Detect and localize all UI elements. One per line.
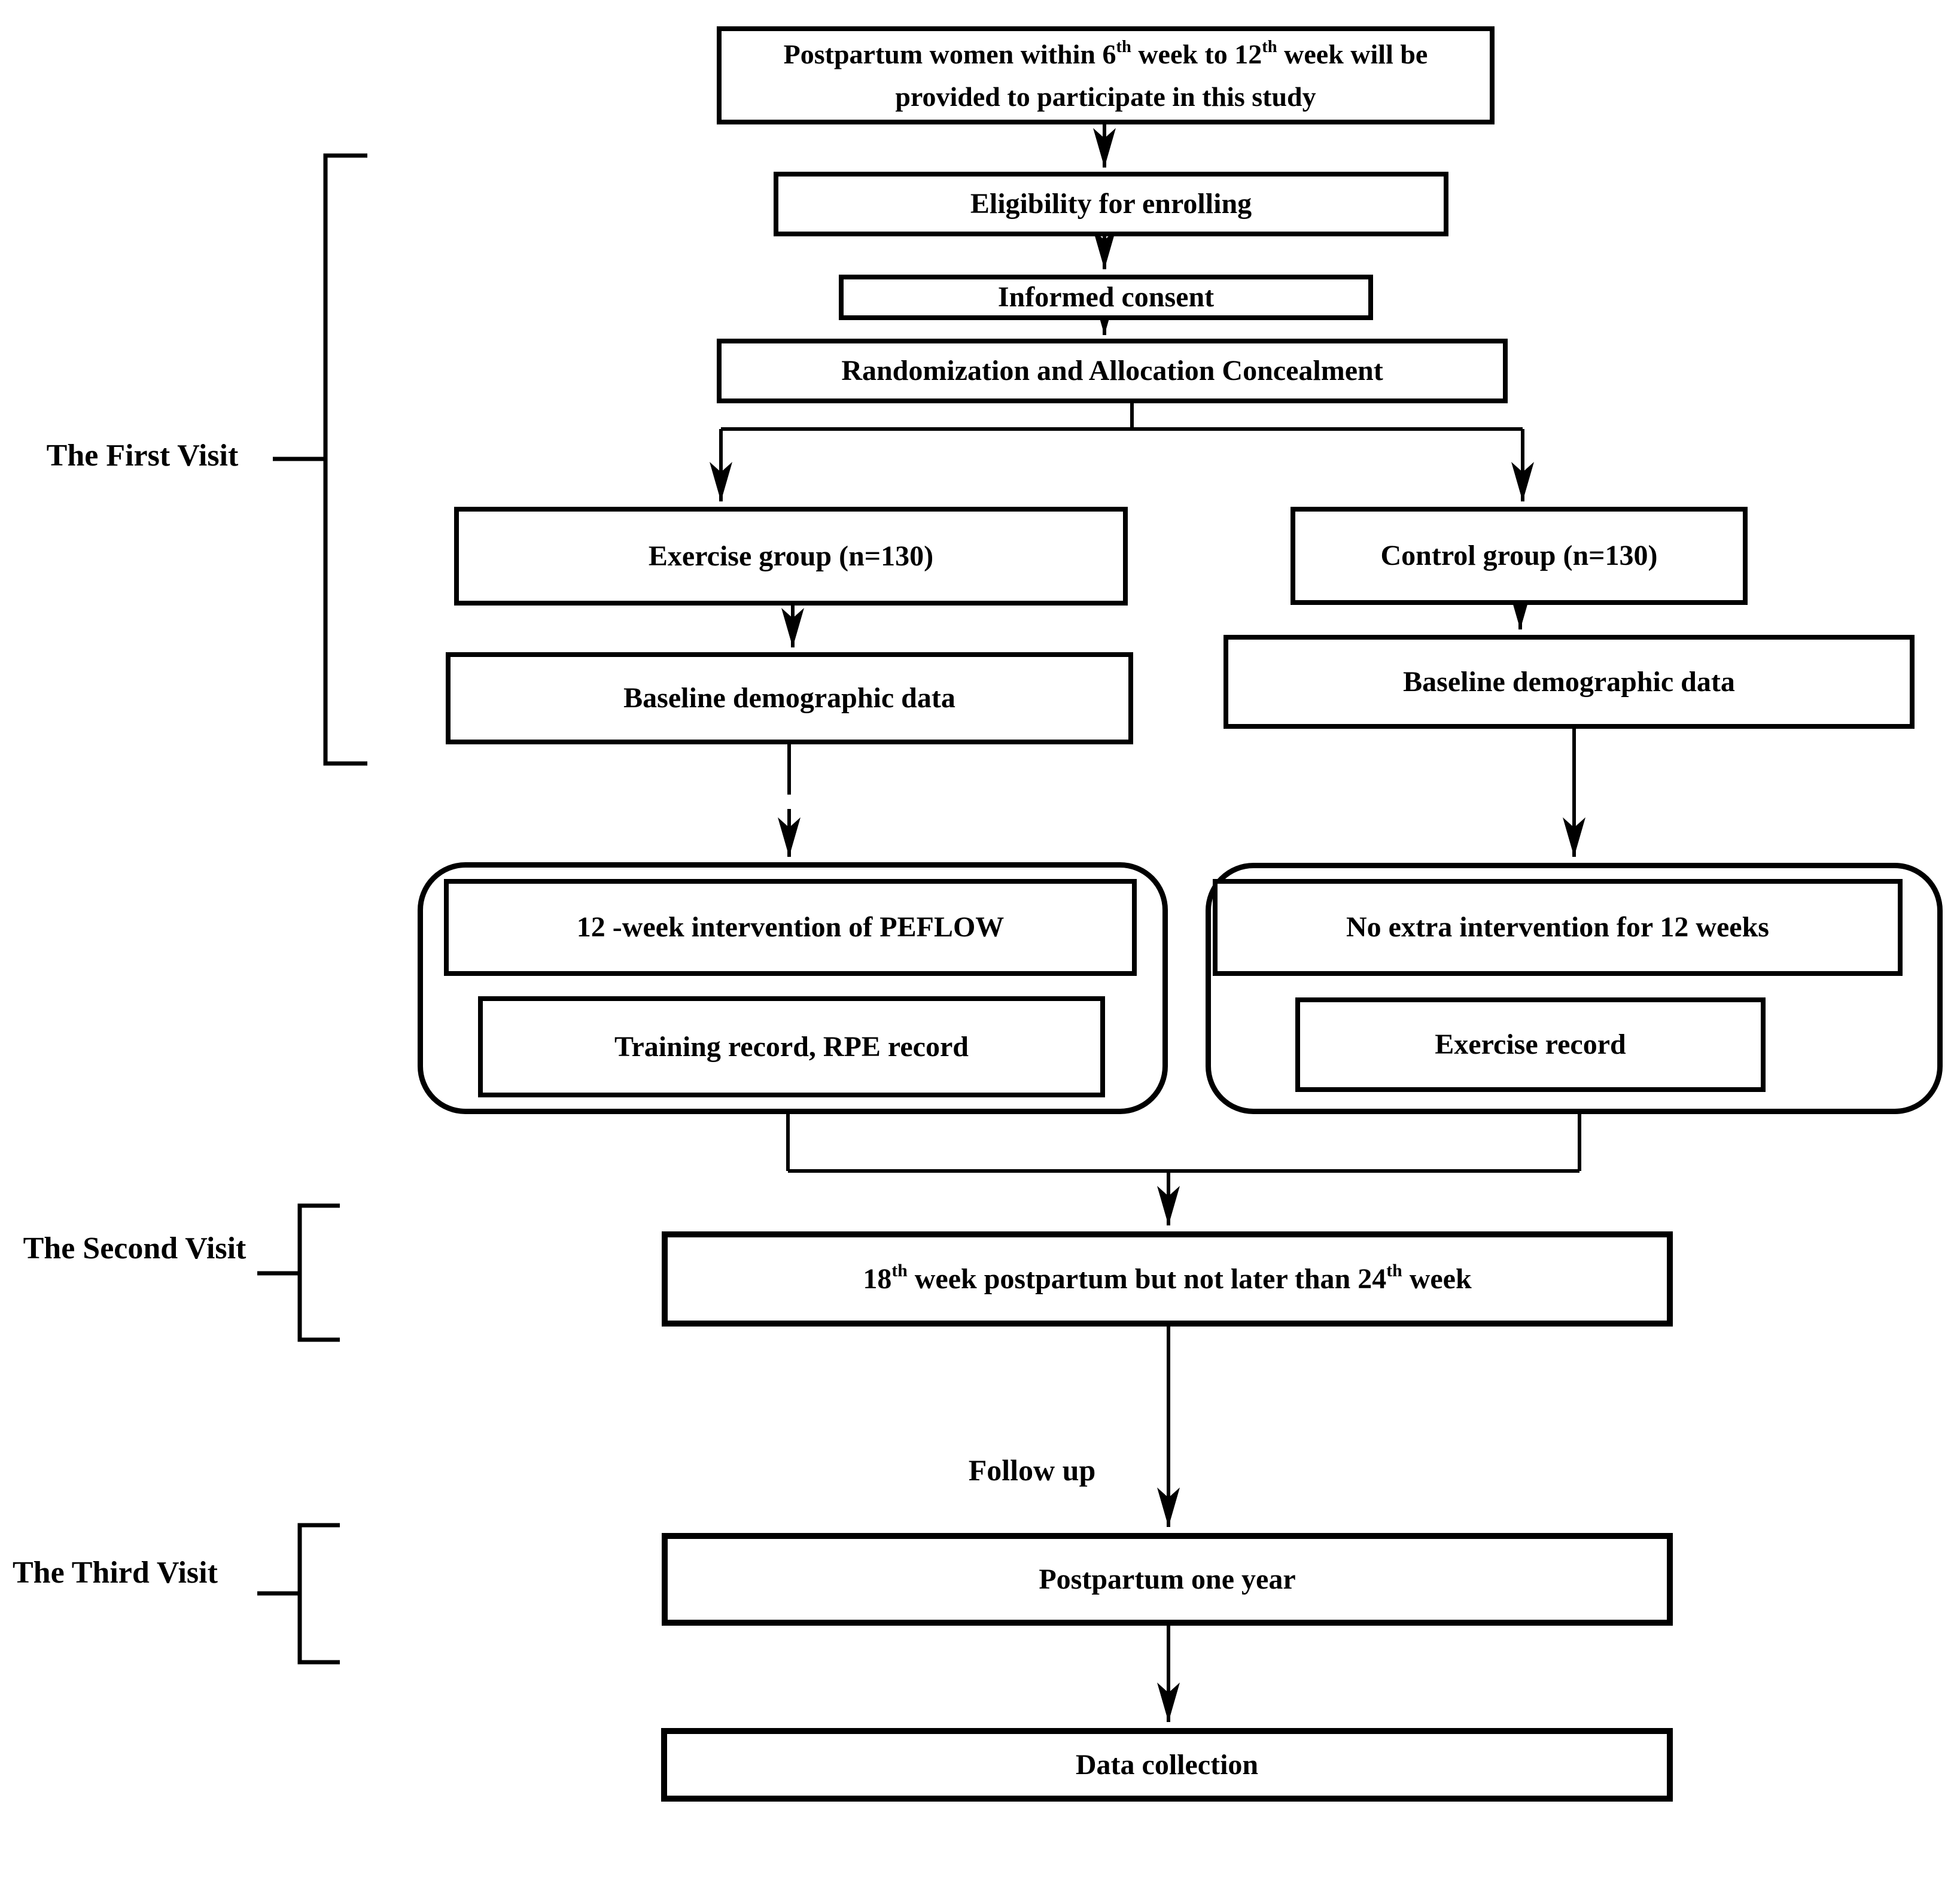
bracket-first-visit: [323, 153, 367, 766]
recruit-sup-6th: th: [1116, 38, 1131, 57]
bracket-third-visit: [297, 1523, 340, 1665]
training-record-text: Training record, RPE record: [614, 1030, 969, 1063]
informed-consent-text: Informed consent: [997, 281, 1215, 313]
box-training-record: Training record, RPE record: [478, 996, 1105, 1097]
label-follow-up: Follow up: [968, 1453, 1096, 1487]
label-second-visit: The Second Visit: [23, 1231, 246, 1265]
week18-text-3: week: [1402, 1263, 1472, 1295]
week18-sup-18th: th: [891, 1261, 908, 1281]
box-informed-consent: Informed consent: [839, 275, 1373, 320]
box-randomization: Randomization and Allocation Concealment: [717, 339, 1508, 403]
box-week18-visit: 18th week postpartum but not later than …: [662, 1231, 1673, 1327]
bracket-second-visit: [297, 1203, 340, 1342]
postpartum-text: Postpartum one year: [1039, 1563, 1296, 1595]
baseline-right-text: Baseline demographic data: [1403, 665, 1735, 698]
randomization-text: Randomization and Allocation Concealment: [841, 355, 1383, 387]
box-control-group: Control group (n=130): [1291, 507, 1748, 605]
box-exercise-record: Exercise record: [1295, 997, 1766, 1092]
week18-text-1: 18: [863, 1263, 892, 1295]
recruit-text-1: Postpartum women within 6: [783, 38, 1116, 69]
recruit-text-3: week will be: [1277, 38, 1428, 69]
baseline-left-text: Baseline demographic data: [623, 682, 955, 714]
box-exercise-group: Exercise group (n=130): [454, 507, 1128, 606]
recruit-line1: Postpartum women within 6th week to 12th…: [784, 33, 1428, 75]
label-first-visit: The First Visit: [46, 439, 239, 473]
box-postpartum-one-year: Postpartum one year: [662, 1533, 1673, 1626]
box-no-extra-intervention: No extra intervention for 12 weeks: [1213, 879, 1903, 976]
box-baseline-right: Baseline demographic data: [1224, 635, 1915, 729]
week18-text-2: week postpartum but not later than 24: [907, 1263, 1387, 1295]
recruit-sup-12th: th: [1262, 38, 1277, 57]
week18-line: 18th week postpartum but not later than …: [863, 1261, 1471, 1297]
week18-sup-24th: th: [1386, 1261, 1402, 1281]
eligibility-text: Eligibility for enrolling: [970, 188, 1252, 220]
box-baseline-left: Baseline demographic data: [446, 652, 1133, 744]
exercise-group-text: Exercise group (n=130): [648, 540, 934, 572]
box-peflow-intervention: 12 -week intervention of PEFLOW: [444, 879, 1137, 976]
recruit-line2: provided to participate in this study: [895, 81, 1316, 112]
exercise-record-text: Exercise record: [1435, 1029, 1626, 1060]
label-third-visit: The Third Visit: [13, 1556, 218, 1590]
data-collection-text: Data collection: [1075, 1748, 1259, 1781]
recruit-text-2: week to 12: [1131, 38, 1262, 69]
no-extra-text: No extra intervention for 12 weeks: [1346, 911, 1769, 943]
box-eligibility: Eligibility for enrolling: [774, 172, 1448, 236]
box-data-collection: Data collection: [661, 1728, 1673, 1802]
box-recruitment: Postpartum women within 6th week to 12th…: [717, 26, 1495, 124]
peflow-text: 12 -week intervention of PEFLOW: [576, 911, 1005, 943]
control-group-text: Control group (n=130): [1380, 540, 1658, 571]
